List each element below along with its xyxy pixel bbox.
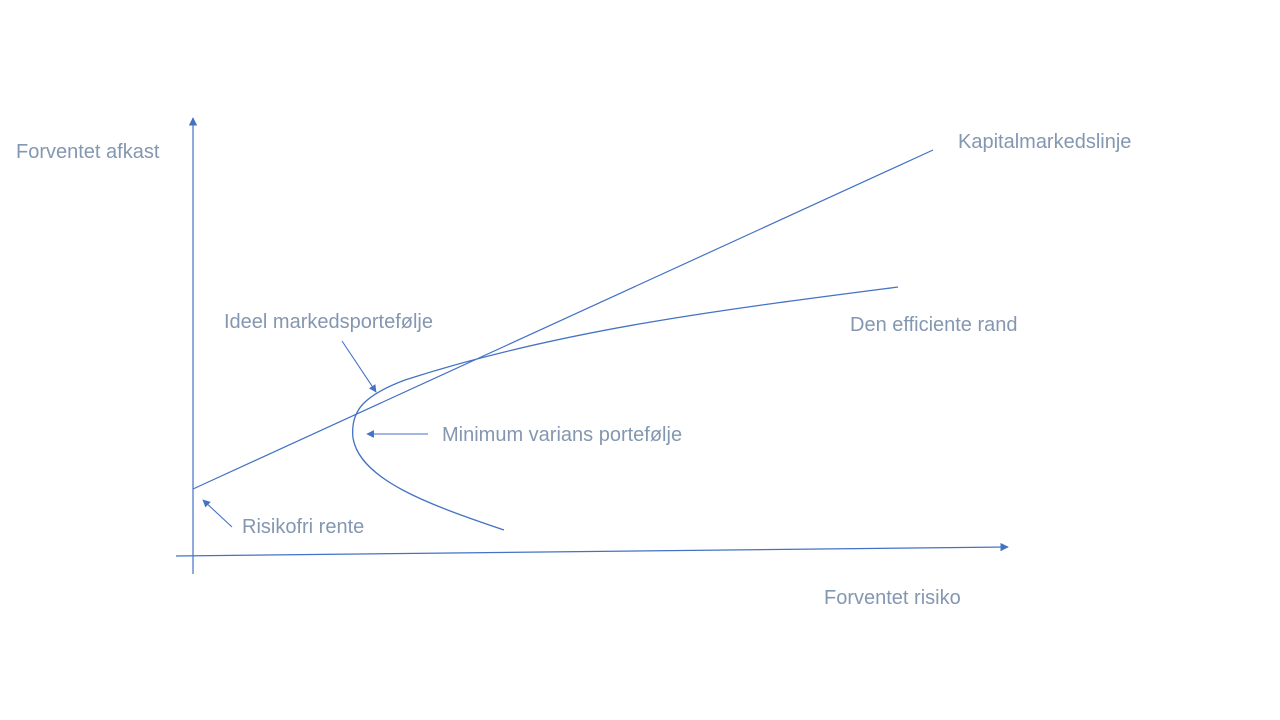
y-axis-label: Forventet afkast [16, 141, 160, 163]
capital-market-line [192, 149, 934, 490]
efficient-frontier-label: Den efficiente rand [850, 314, 1018, 336]
minimum-variance-portfolio-label: Minimum varians portefølje [442, 424, 683, 446]
ideal-portfolio-arrow [341, 340, 377, 393]
risk-free-arrow [202, 499, 233, 528]
capital-market-line-label: Kapitalmarkedslinje [958, 131, 1132, 153]
ideal-market-portfolio-label: Ideel markedsportefølje [224, 311, 433, 333]
x-axis [175, 542, 1009, 557]
efficient-frontier-curve [351, 286, 899, 531]
risk-free-rate-label: Risikofri rente [242, 516, 365, 538]
x-axis-label: Forventet risiko [824, 587, 961, 609]
